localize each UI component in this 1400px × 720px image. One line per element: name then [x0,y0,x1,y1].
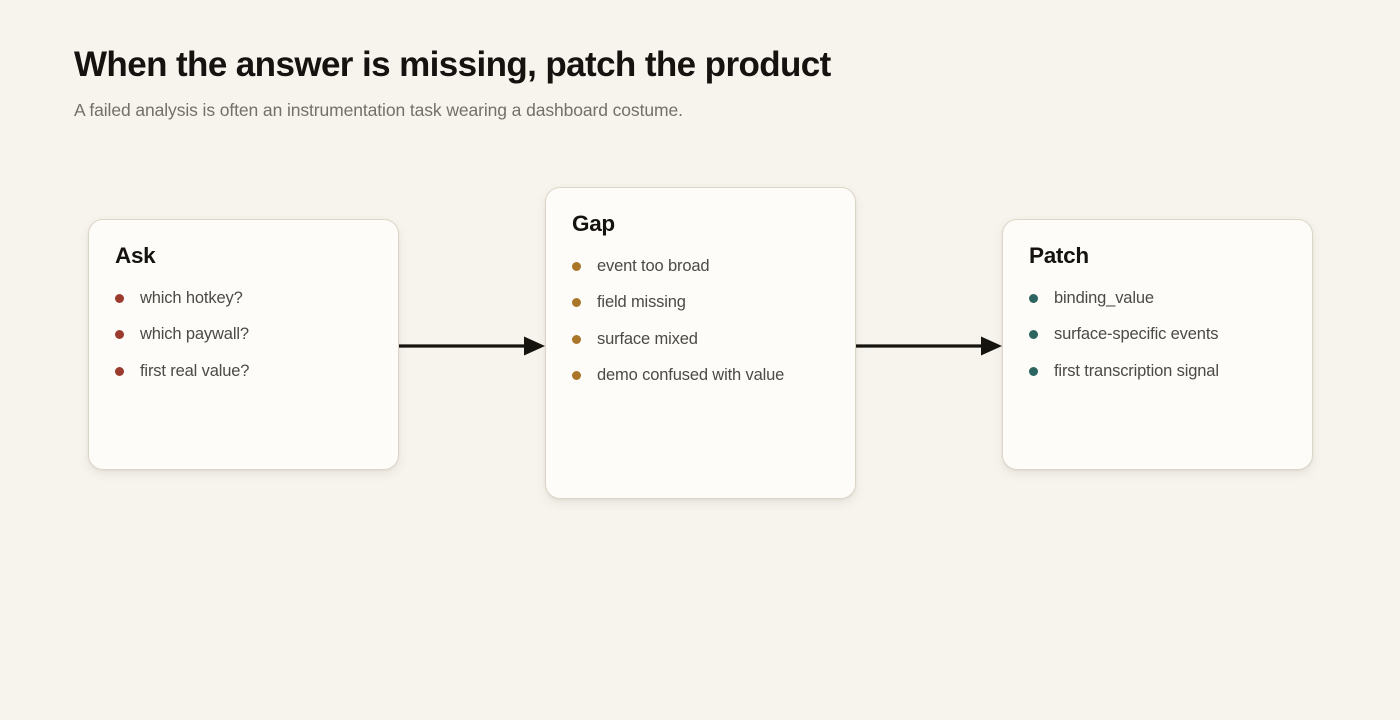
flow-card-patch: Patch binding_value surface-specific eve… [1002,219,1313,470]
list-item: which paywall? [115,323,372,345]
flow-card-ask-title: Ask [115,243,156,268]
bullet-dot-icon [572,370,581,380]
list-item-label: surface-specific events [1054,325,1219,344]
list-item: binding_value [1029,287,1286,309]
bullet-dot-icon [572,262,581,271]
list-item-label: surface mixed [597,329,698,348]
list-item-label: binding_value [1054,289,1154,307]
flow-card-patch-list: binding_value surface-specific events fi… [1029,287,1286,382]
arrow-gap-to-patch [856,334,1003,358]
list-item: first transcription signal [1029,360,1286,382]
bullet-dot-icon [1029,366,1038,376]
list-item: event too broad [572,255,829,277]
bullet-dot-icon [115,330,124,340]
list-item-label: demo confused with value [597,365,785,384]
bullet-dot-icon [115,366,124,376]
list-item: which hotkey? [115,287,372,309]
bullet-dot-icon [1029,330,1038,340]
list-item: surface-specific events [1029,323,1286,345]
flow-card-ask-list: which hotkey? which paywall? first real … [115,287,372,382]
list-item: surface mixed [572,328,829,350]
bullet-dot-icon [572,334,581,344]
flow-card-ask: Ask which hotkey? which paywall? first r… [88,219,399,470]
list-item: field missing [572,291,829,313]
list-item-label: field missing [597,293,686,312]
list-item-label: event too broad [597,257,710,275]
page-title: When the answer is missing, patch the pr… [74,45,831,84]
list-item-label: which hotkey? [140,289,243,307]
flow-card-gap: Gap event too broad field missing surfac… [545,187,856,499]
flow-card-gap-title: Gap [572,211,615,236]
list-item: first real value? [115,360,372,382]
list-item: demo confused with value [572,364,829,386]
flow-card-gap-list: event too broad field missing surface mi… [572,255,829,386]
bullet-dot-icon [115,294,124,303]
list-item-label: first real value? [140,361,250,380]
list-item-label: which paywall? [140,325,249,344]
flow-card-patch-title: Patch [1029,243,1089,268]
arrow-ask-to-gap [399,334,546,358]
bullet-dot-icon [572,298,581,308]
slide-header: When the answer is missing, patch the pr… [74,44,1274,122]
bullet-dot-icon [1029,294,1038,303]
page-subtitle: A failed analysis is often an instrument… [74,100,683,121]
list-item-label: first transcription signal [1054,361,1219,380]
